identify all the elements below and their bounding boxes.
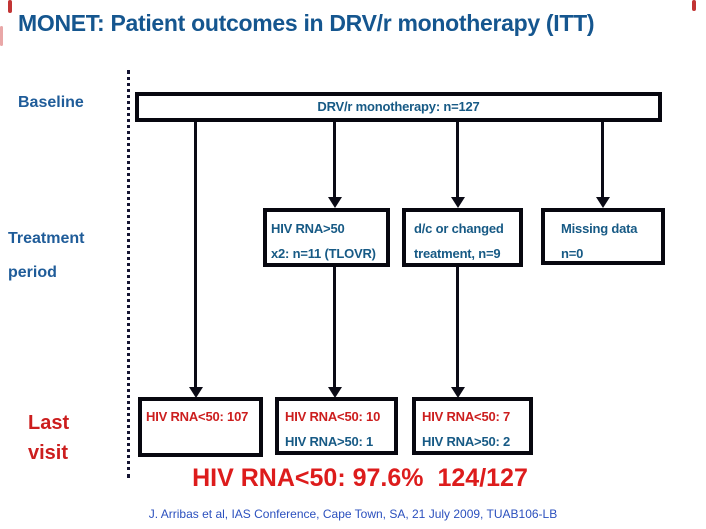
flow-box-dc-or-changed: d/c or changed treatment, n=9 bbox=[402, 208, 523, 267]
flow-box-dc-or-changed-line1: d/c or changed bbox=[414, 221, 504, 236]
summary-result-fraction: 124/127 bbox=[437, 464, 528, 492]
connector-dc-to-lastvisit bbox=[456, 267, 459, 388]
summary-result: HIV RNA<50: 97.6% 124/127 bbox=[130, 464, 590, 493]
connector-topbox-to-dc bbox=[456, 122, 459, 198]
connector-topbox-to-missing bbox=[601, 122, 604, 198]
stage-label-treatment-line1: Treatment bbox=[8, 230, 85, 247]
flow-box-lastvisit-107-line1: HIV RNA<50: 107 bbox=[146, 409, 249, 424]
border-corner-left bbox=[8, 0, 12, 13]
stage-label-treatment-line2: period bbox=[8, 264, 57, 281]
flow-box-drvr-monotherapy-label: DRV/r monotherapy: n=127 bbox=[317, 99, 480, 114]
stage-label-baseline: Baseline bbox=[18, 94, 84, 111]
flow-box-lastvisit-7-2: HIV RNA<50: 7 HIV RNA>50: 2 bbox=[412, 397, 533, 455]
arrowhead-icon bbox=[596, 197, 610, 208]
arrowhead-icon bbox=[189, 387, 203, 398]
flow-box-missing-data: Missing data n=0 bbox=[541, 208, 665, 265]
flow-box-lastvisit-7-2-line1: HIV RNA<50: 7 bbox=[422, 409, 511, 424]
stage-label-last-visit: Last visit bbox=[28, 408, 69, 468]
timeline-dotted-divider bbox=[127, 70, 130, 478]
flow-box-hiv-rna-gt50-line1: HIV RNA>50 bbox=[271, 221, 345, 236]
flow-box-lastvisit-10-1-line1: HIV RNA<50: 10 bbox=[285, 409, 381, 424]
stage-label-last-line2: visit bbox=[28, 442, 69, 464]
border-edge-left bbox=[0, 26, 3, 46]
connector-topbox-to-lastvisit bbox=[194, 122, 197, 388]
stage-label-treatment-period: Treatment period bbox=[8, 222, 84, 290]
slide-title: MONET: Patient outcomes in DRV/r monothe… bbox=[18, 10, 595, 36]
connector-rna50-to-lastvisit bbox=[333, 267, 336, 388]
flow-box-missing-data-line2: n=0 bbox=[561, 246, 584, 261]
flow-box-dc-or-changed-line2: treatment, n=9 bbox=[414, 246, 501, 261]
flow-box-lastvisit-10-1-line2: HIV RNA>50: 1 bbox=[285, 434, 374, 449]
flow-box-drvr-monotherapy: DRV/r monotherapy: n=127 bbox=[135, 92, 662, 122]
flow-box-lastvisit-107: HIV RNA<50: 107 bbox=[138, 397, 263, 457]
flow-box-hiv-rna-gt50-line2: x2: n=11 (TLOVR) bbox=[271, 246, 376, 261]
arrowhead-icon bbox=[451, 387, 465, 398]
stage-label-last-line1: Last bbox=[28, 412, 70, 434]
flow-box-missing-data-line1: Missing data bbox=[561, 221, 638, 236]
arrowhead-icon bbox=[328, 197, 342, 208]
citation-footer: J. Arribas et al, IAS Conference, Cape T… bbox=[148, 507, 558, 521]
arrowhead-icon bbox=[451, 197, 465, 208]
flow-box-lastvisit-7-2-line2: HIV RNA>50: 2 bbox=[422, 434, 511, 449]
arrowhead-icon bbox=[328, 387, 342, 398]
border-corner-right bbox=[692, 0, 696, 11]
flow-box-lastvisit-10-1: HIV RNA<50: 10 HIV RNA>50: 1 bbox=[275, 397, 398, 455]
flow-box-hiv-rna-gt50: HIV RNA>50 x2: n=11 (TLOVR) bbox=[263, 208, 390, 267]
summary-result-label: HIV RNA<50: 97.6% bbox=[192, 464, 424, 492]
connector-topbox-to-rna50 bbox=[333, 122, 336, 198]
